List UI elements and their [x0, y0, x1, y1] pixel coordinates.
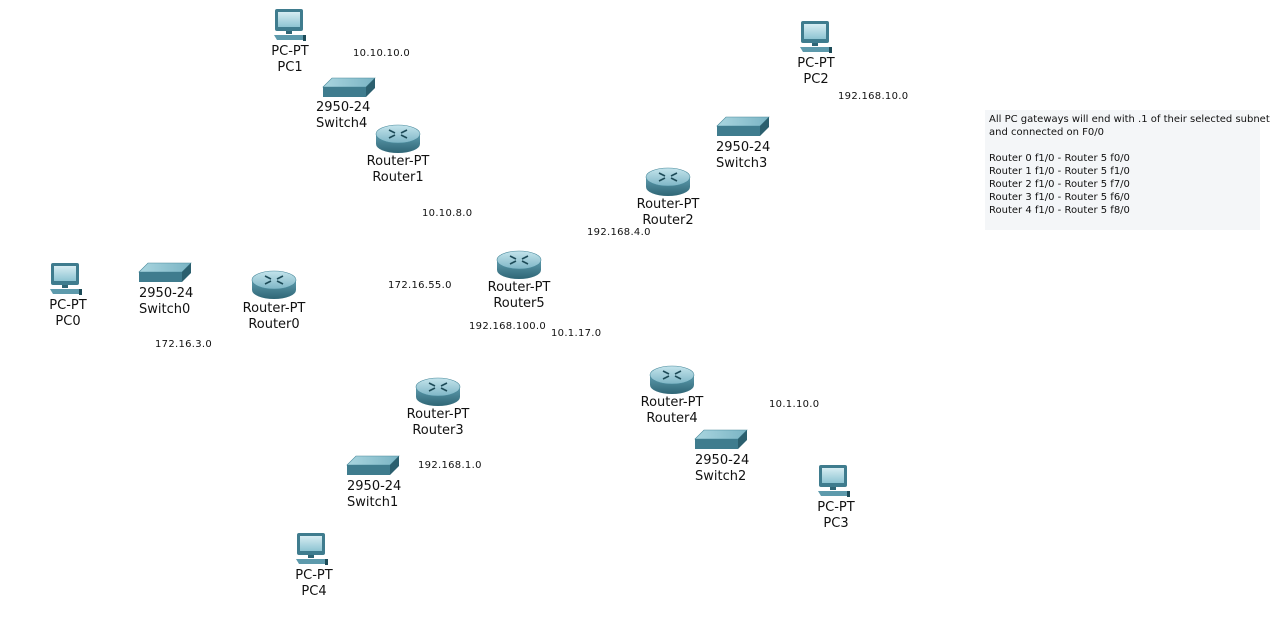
- device-model: Router-PT: [636, 197, 700, 212]
- switch-switch2[interactable]: 2950-24 Switch2: [692, 429, 758, 485]
- pc-icon: [50, 263, 82, 295]
- router-router5[interactable]: Router-PT Router5: [481, 250, 557, 314]
- device-model: 2950-24: [695, 453, 750, 468]
- note-spacer: [989, 139, 1256, 152]
- device-name: Switch3: [716, 156, 768, 171]
- device-model: Router-PT: [366, 154, 430, 169]
- device-name: Router3: [412, 423, 464, 438]
- router-icon: [496, 250, 542, 279]
- network-label: 10.1.17.0: [551, 328, 602, 339]
- router-router3[interactable]: Router-PT Router3: [400, 377, 476, 441]
- device-name: PC1: [277, 60, 303, 75]
- note-line: Router 4 f1/0 - Router 5 f8/0: [989, 205, 1130, 216]
- pc-pc0[interactable]: PC-PT PC0: [38, 262, 98, 332]
- router-router2[interactable]: Router-PT Router2: [630, 167, 706, 231]
- router-icon: [645, 167, 691, 196]
- device-model: Router-PT: [406, 407, 470, 422]
- device-name: Switch1: [347, 495, 399, 510]
- device-model: Router-PT: [242, 301, 306, 316]
- device-model: Router-PT: [640, 395, 704, 410]
- device-name: Router5: [493, 296, 545, 311]
- switch-switch4[interactable]: 2950-24 Switch4: [316, 77, 382, 133]
- network-label: 10.10.8.0: [422, 208, 473, 219]
- device-name: Router4: [646, 411, 698, 426]
- router-icon: [649, 365, 695, 394]
- device-model: 2950-24: [347, 479, 402, 494]
- note-line: and connected on F0/0: [989, 127, 1105, 138]
- switch-icon: [138, 262, 192, 282]
- network-label: 10.1.10.0: [769, 399, 820, 410]
- router-router4[interactable]: Router-PT Router4: [634, 365, 710, 429]
- network-label: 192.168.100.0: [469, 321, 547, 332]
- switch-icon: [346, 455, 400, 475]
- network-label: 172.16.55.0: [388, 280, 452, 291]
- note-textbox[interactable]: All PC gateways will end with .1 of thei…: [985, 110, 1270, 230]
- note-line: Router 3 f1/0 - Router 5 f6/0: [989, 192, 1130, 203]
- device-name: Switch2: [695, 469, 747, 484]
- pc-icon: [800, 21, 832, 53]
- switch-icon: [716, 116, 770, 136]
- note-line: All PC gateways will end with .1 of thei…: [989, 114, 1270, 125]
- network-label: 10.10.10.0: [353, 48, 411, 59]
- router-router0[interactable]: Router-PT Router0: [236, 270, 312, 334]
- device-name: PC3: [823, 516, 849, 531]
- device-name: PC2: [803, 72, 829, 87]
- switch-switch0[interactable]: 2950-24 Switch0: [136, 262, 202, 318]
- pc-pc4[interactable]: PC-PT PC4: [284, 532, 344, 602]
- device-model: Router-PT: [487, 280, 551, 295]
- network-label: 192.168.4.0: [587, 227, 651, 238]
- device-name: Router0: [248, 317, 300, 332]
- network-label: 192.168.1.0: [418, 460, 482, 471]
- device-model: PC-PT: [817, 500, 855, 515]
- switch-icon: [694, 429, 748, 449]
- device-name: Router1: [372, 170, 424, 185]
- switch-switch3[interactable]: 2950-24 Switch3: [712, 116, 778, 172]
- network-label: 192.168.10.0: [838, 91, 909, 102]
- device-model: 2950-24: [139, 286, 194, 301]
- router-router1[interactable]: Router-PT Router1: [360, 124, 436, 188]
- device-name: PC0: [55, 314, 81, 329]
- device-model: PC-PT: [49, 298, 87, 313]
- device-name: Switch4: [316, 116, 368, 131]
- router-icon: [251, 270, 297, 299]
- pc-pc2[interactable]: PC-PT PC2: [786, 20, 846, 90]
- device-name: PC4: [301, 584, 327, 599]
- switch-icon: [322, 77, 376, 97]
- switch-switch1[interactable]: 2950-24 Switch1: [344, 455, 410, 511]
- device-name: Switch0: [139, 302, 191, 317]
- pc-icon: [296, 533, 328, 565]
- device-model: 2950-24: [316, 100, 371, 115]
- device-model: PC-PT: [271, 44, 309, 59]
- note-line: Router 0 f1/0 - Router 5 f0/0: [989, 153, 1130, 164]
- pc-icon: [818, 465, 850, 497]
- note-line: Router 1 f1/0 - Router 5 f1/0: [989, 166, 1130, 177]
- device-model: 2950-24: [716, 140, 771, 155]
- router-icon: [415, 377, 461, 406]
- device-model: PC-PT: [797, 56, 835, 71]
- pc-icon: [274, 9, 306, 41]
- router-icon: [375, 124, 421, 153]
- device-model: PC-PT: [295, 568, 333, 583]
- note-line: Router 2 f1/0 - Router 5 f7/0: [989, 179, 1130, 190]
- pc-pc3[interactable]: PC-PT PC3: [806, 464, 866, 534]
- pc-pc1[interactable]: PC-PT PC1: [260, 8, 320, 78]
- network-label: 172.16.3.0: [155, 339, 213, 350]
- device-name: Router2: [642, 213, 694, 228]
